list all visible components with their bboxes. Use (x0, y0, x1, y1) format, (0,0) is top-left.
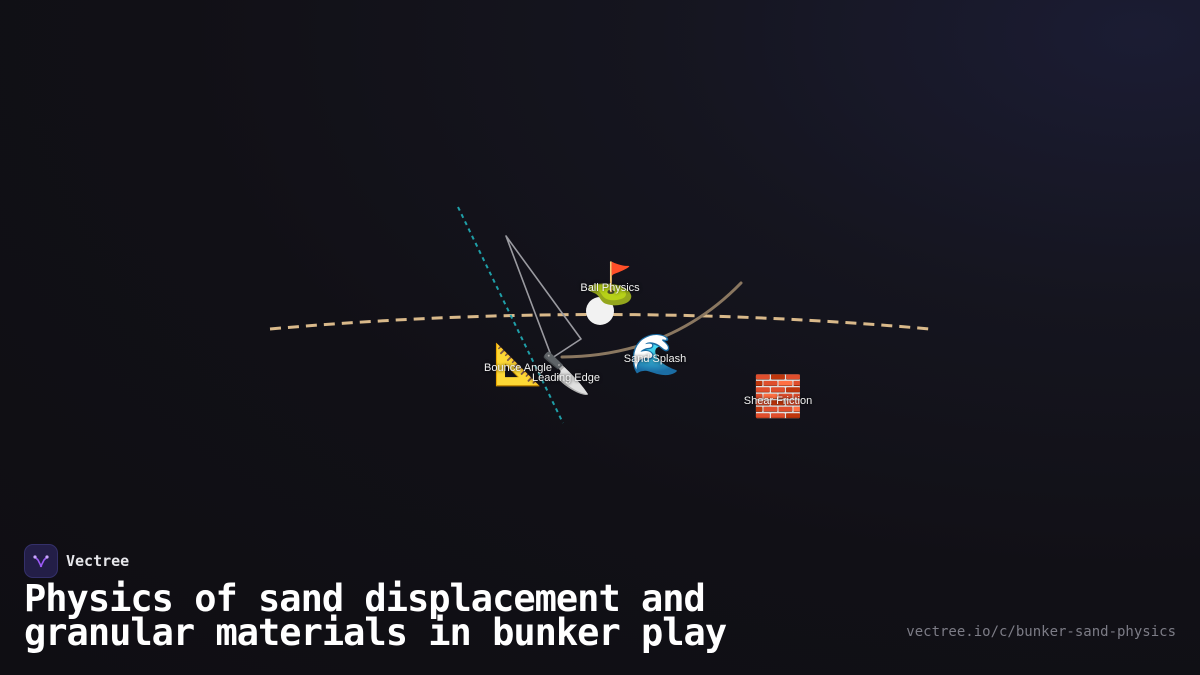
node-label: Sand Splash (623, 353, 687, 365)
node-bounce-angle: 📐 Bounce Angle (484, 342, 552, 388)
brick-icon: 🧱 (753, 374, 803, 420)
node-label: Leading Edge (532, 372, 600, 384)
wave-icon: 🌊 (630, 332, 680, 378)
node-shear-friction: 🧱 Shear Friction (744, 374, 812, 420)
golf-ball (586, 297, 614, 325)
club-outline (505, 235, 582, 359)
node-label: Shear Friction (743, 395, 813, 407)
node-ball-physics: ⛳ Ball Physics (580, 261, 639, 307)
golf-flag-icon: ⛳ (585, 261, 635, 307)
vectree-logo-icon (24, 544, 58, 578)
brand-name: Vectree (66, 552, 130, 570)
node-sand-splash: 🌊 Sand Splash (624, 332, 686, 378)
brand: Vectree (24, 544, 129, 578)
triangular-ruler-icon: 📐 (493, 342, 543, 388)
swing-arc (560, 281, 743, 359)
page-title: Physics of sand displacement and granula… (24, 577, 727, 654)
node-label: Bounce Angle (484, 362, 552, 374)
ball-trajectory-line (457, 206, 564, 424)
node-leading-edge: 🔪 Leading Edge (532, 351, 600, 397)
node-label: Ball Physics (580, 282, 640, 294)
knife-icon: 🔪 (541, 351, 591, 397)
page-url: vectree.io/c/bunker-sand-physics (906, 624, 1176, 640)
